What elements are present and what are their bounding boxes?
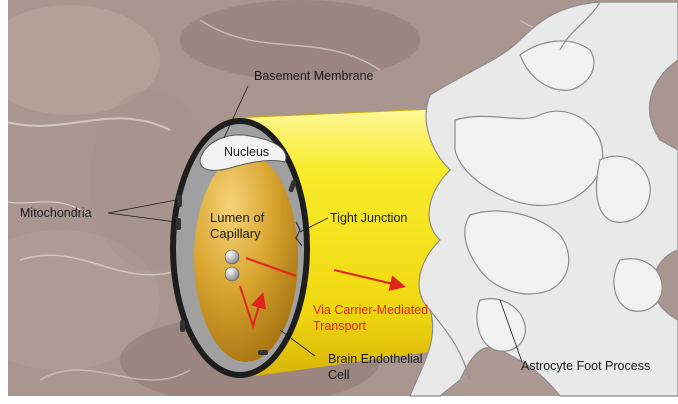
label-lumen-line2: Capillary	[210, 226, 261, 241]
mitochondrion	[176, 218, 181, 230]
label-astrocyte-foot-process: Astrocyte Foot Process	[521, 359, 650, 373]
transport-molecule	[225, 267, 239, 281]
mitochondrion	[180, 320, 185, 332]
label-nucleus: Nucleus	[224, 145, 269, 159]
mitochondrion	[177, 195, 182, 207]
label-carrier-line1: Via Carrier-Mediated	[313, 303, 428, 317]
label-endothelial-line2: Cell	[328, 368, 350, 382]
label-carrier-line2: Transport	[313, 319, 367, 333]
transport-molecule	[225, 250, 239, 264]
label-lumen-line1: Lumen of	[210, 210, 265, 225]
label-tight-junction: Tight Junction	[330, 211, 407, 225]
label-mitochondria: Mitochondria	[20, 206, 92, 220]
label-endothelial-line1: Brain Endothelial	[328, 352, 423, 366]
label-basement-membrane: Basement Membrane	[254, 69, 374, 83]
mitochondrion	[258, 350, 268, 355]
